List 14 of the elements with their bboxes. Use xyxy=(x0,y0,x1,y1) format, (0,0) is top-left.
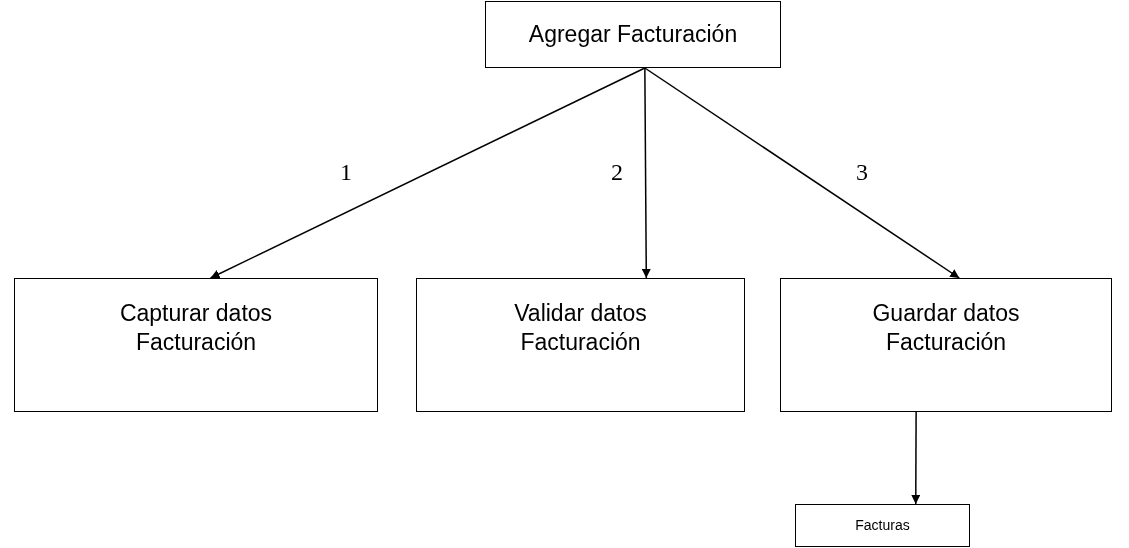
box-text: Guardar datos Facturación xyxy=(871,299,1021,357)
arrow xyxy=(209,67,646,279)
arrow xyxy=(911,411,921,505)
process-box xyxy=(14,278,378,412)
box-text: Facturas xyxy=(855,516,910,535)
process-box xyxy=(795,504,970,547)
process-box xyxy=(416,278,745,412)
process-box xyxy=(485,1,781,68)
box-text: Validar datos Facturación xyxy=(513,299,648,357)
arrow xyxy=(644,67,961,279)
process-box xyxy=(780,278,1112,412)
arrow xyxy=(641,67,651,279)
box-text: Agregar Facturación xyxy=(528,20,738,49)
box-text: Capturar datos Facturación xyxy=(118,299,274,357)
